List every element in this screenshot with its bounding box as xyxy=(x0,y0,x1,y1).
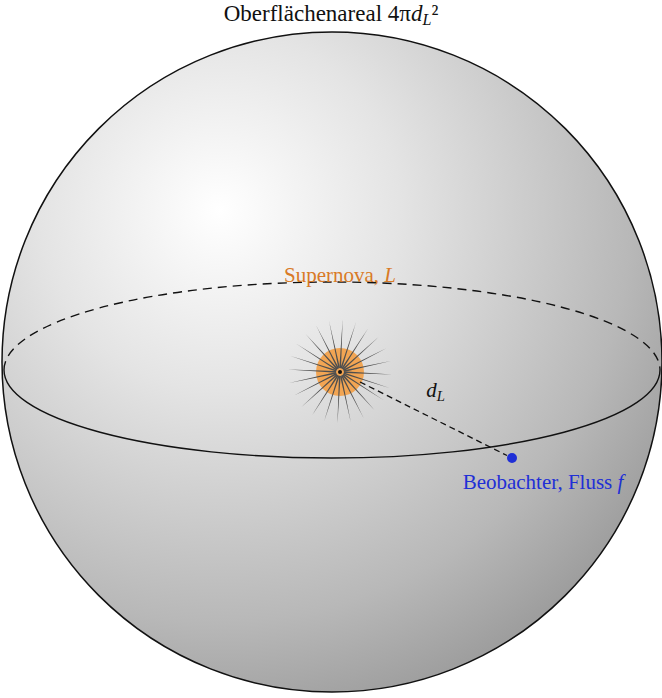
equator-back xyxy=(4,282,660,370)
star-center xyxy=(338,370,342,374)
observer-node: Beobachter, Fluss f xyxy=(507,453,517,463)
sphere-outline xyxy=(2,32,662,692)
star-ray xyxy=(341,328,368,369)
star-ray xyxy=(337,376,340,424)
supernova-star xyxy=(288,320,392,424)
star-ray xyxy=(343,372,389,388)
star-ray xyxy=(289,372,336,383)
star-ray xyxy=(340,323,356,369)
node-label: Beobachter, Fluss f xyxy=(463,470,624,495)
edge-label: dL xyxy=(426,378,445,405)
star-ray xyxy=(329,321,340,368)
star-ray xyxy=(343,373,384,400)
star-ray xyxy=(324,375,340,421)
star-ray xyxy=(344,361,391,372)
star-disc xyxy=(316,348,364,396)
star-ray xyxy=(312,375,339,416)
node-label: Supernova, L xyxy=(284,263,396,288)
node-label: Oberflächenareal 4πdL² xyxy=(224,1,439,29)
star-ray xyxy=(288,369,336,372)
star-ray xyxy=(316,326,339,369)
star-ray xyxy=(343,348,386,371)
supernova-node: Supernova, L xyxy=(320,352,360,392)
star-ray xyxy=(291,356,337,372)
star-ray xyxy=(296,344,337,371)
star-ray xyxy=(340,376,351,423)
star-ray xyxy=(339,320,342,368)
star-ray xyxy=(294,373,337,396)
star-ray xyxy=(344,371,392,374)
equator-front xyxy=(4,370,660,458)
